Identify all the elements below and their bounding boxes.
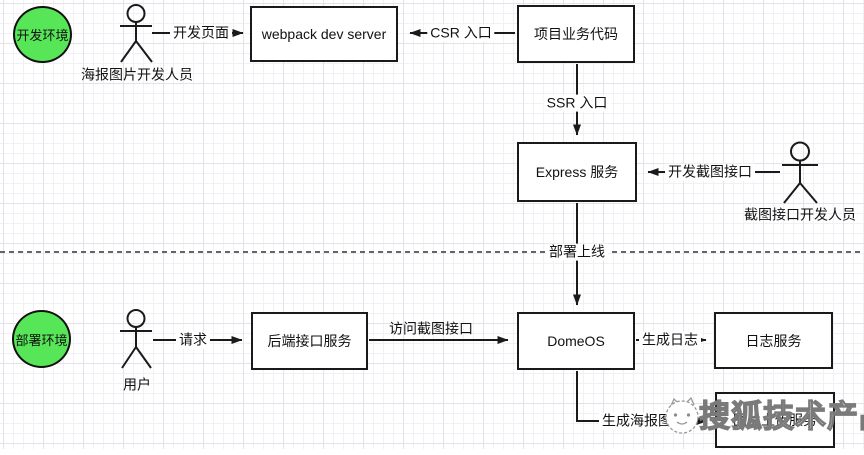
- edge-ssr-entry-label: SSR 入口: [543, 94, 611, 112]
- node-image-upload-service: 图片上传服务: [715, 392, 835, 448]
- actor-poster-developer-label: 海报图片开发人员: [81, 66, 193, 83]
- deploy-divider-label: 部署上线: [546, 243, 608, 261]
- env-dev-label: 开发环境: [16, 28, 69, 43]
- edge-generate-poster-label: 生成海报图: [599, 412, 675, 430]
- node-business-code: 项目业务代码: [517, 5, 635, 63]
- actor-user-label: 用户: [123, 376, 151, 393]
- node-webpack-dev-server: webpack dev server: [250, 6, 398, 62]
- node-backend-api-label: 后端接口服务: [267, 333, 352, 349]
- actor-user-icon: [120, 309, 152, 369]
- node-express-label: Express 服务: [535, 164, 619, 180]
- node-log-service-label: 日志服务: [745, 332, 802, 349]
- actor-screenshot-developer-label: 截图接口开发人员: [744, 206, 856, 223]
- node-backend-api-service: 后端接口服务: [251, 312, 368, 370]
- node-webpack-label: webpack dev server: [261, 26, 387, 42]
- node-image-upload-label: 图片上传服务: [733, 412, 817, 428]
- node-express-service: Express 服务: [517, 142, 637, 202]
- env-dev-circle: 开发环境: [13, 6, 72, 63]
- edge-request-label: 请求: [176, 331, 210, 349]
- node-domeos-label: DomeOS: [547, 333, 605, 349]
- actor-poster-developer-icon: [120, 4, 153, 63]
- node-log-service: 日志服务: [714, 312, 833, 369]
- node-domeos: DomeOS: [517, 312, 635, 370]
- actor-screenshot-developer-icon: [782, 141, 818, 204]
- edge-dev-page-label: 开发页面: [170, 24, 232, 42]
- env-deploy-label: 部署环境: [15, 332, 68, 348]
- edge-generate-log-label: 生成日志: [639, 331, 701, 349]
- node-business-code-label: 项目业务代码: [534, 26, 618, 42]
- edge-visit-screenshot-api-label: 访问截图接口: [389, 320, 473, 337]
- edge-dev-screenshot-api-label: 开发截图接口: [665, 163, 755, 181]
- edge-csr-entry-label: CSR 入口: [427, 24, 495, 42]
- env-deploy-circle: 部署环境: [12, 310, 71, 368]
